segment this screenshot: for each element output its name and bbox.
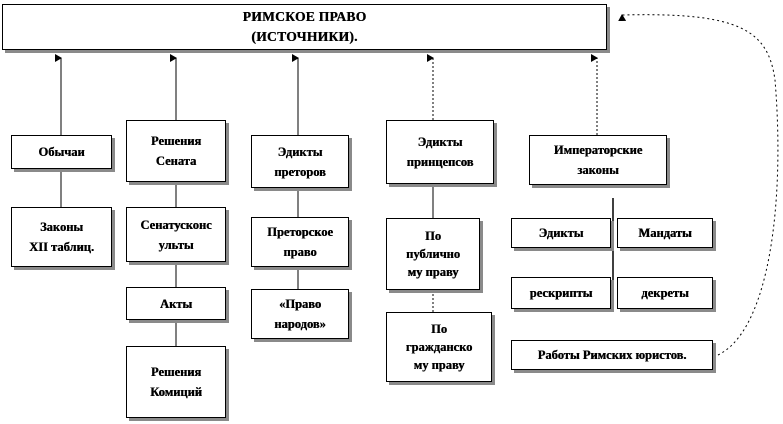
node-zakony-12: Законы XII таблиц. <box>11 207 112 267</box>
node-dekrety: декреты <box>617 277 713 309</box>
node-resheniya-komitsiy: Решения Комиций <box>126 346 226 418</box>
node-resheniya-senata: Решения Сената <box>126 120 226 182</box>
node-pravo-narodov: «Право народов» <box>251 289 349 339</box>
title-line1: РИМСКОЕ ПРАВО <box>242 8 367 24</box>
node-raboty-yuristov: Работы Римских юристов. <box>511 340 713 370</box>
node-reskripty: рескрипты <box>511 277 611 309</box>
node-obychai: Обычаи <box>11 135 112 169</box>
node-po-publichnomu: По публично му праву <box>386 218 480 290</box>
node-edikty-pretorov: Эдикты преторов <box>251 135 349 188</box>
node-senatuskonsulty: Сенатусконс ульты <box>126 207 226 262</box>
title-line2: (ИСТОЧНИКИ). <box>251 29 358 44</box>
node-imperatorskie-zakony: Императорские законы <box>529 135 667 185</box>
node-pretorskoe-pravo: Преторское право <box>251 217 349 267</box>
node-po-grazhdanskomu: По гражданско му праву <box>386 312 492 382</box>
node-edikty: Эдикты <box>511 218 611 248</box>
node-akty: Акты <box>126 287 226 320</box>
arrow-yuristy <box>618 14 779 356</box>
node-edikty-printsepsov: Эдикты принцепсов <box>386 120 494 184</box>
node-mandaty: Мандаты <box>617 218 713 248</box>
title-box: РИМСКОЕ ПРАВО (ИСТОЧНИКИ). <box>2 4 607 50</box>
